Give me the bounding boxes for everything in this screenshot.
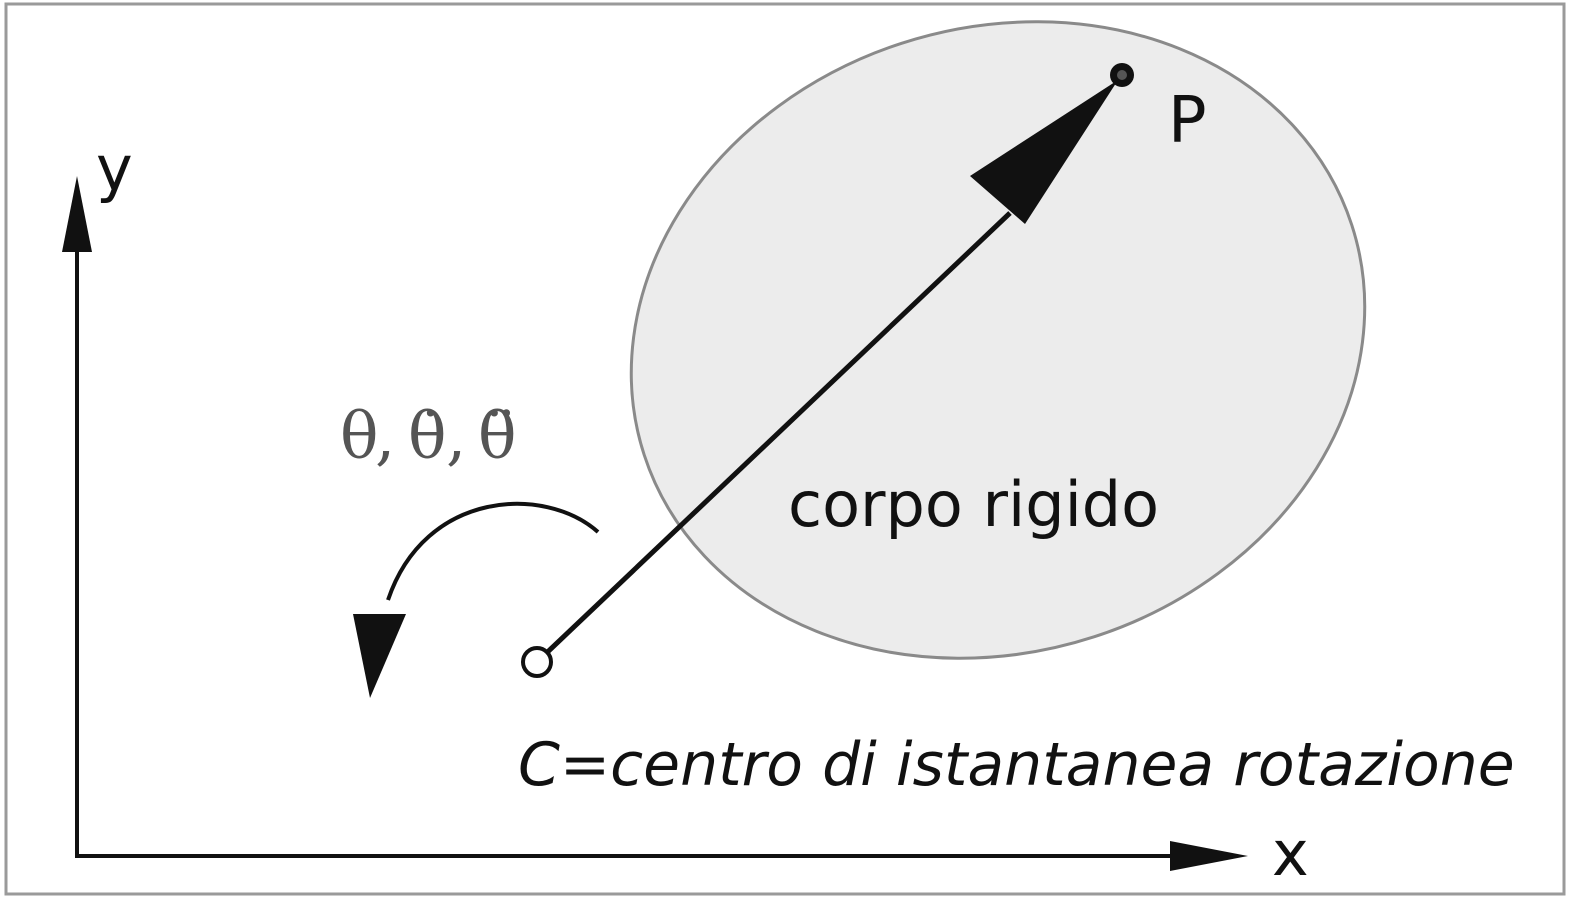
theta-separator-1: , [375, 400, 395, 474]
theta-ddot-symbol: θ̈ [478, 400, 517, 474]
point-p-label: P [1168, 84, 1207, 158]
x-axis-label: x [1272, 817, 1309, 890]
center-label: C=centro di istantanea rotazione [518, 730, 1515, 800]
theta-separator-2: , [446, 400, 466, 474]
rigid-body-shape [629, 20, 1367, 660]
theta-dot-symbol: θ̇ [408, 400, 447, 474]
center-c-marker [521, 646, 553, 678]
y-axis-arrowhead [62, 176, 92, 252]
figure-frame [4, 2, 1566, 896]
position-vector-line [535, 211, 1012, 664]
theta-symbol: θ [340, 400, 379, 474]
x-axis-arrowhead [1170, 841, 1248, 871]
rotation-arc [386, 501, 600, 601]
rotation-arc-arrowhead [353, 614, 406, 698]
y-axis-label: y [96, 132, 133, 205]
point-p-marker-core [1117, 70, 1127, 80]
angular-quantities: θ , θ̇ , θ̈ [340, 400, 517, 474]
rigid-body-label: corpo rigido [788, 468, 1159, 541]
position-vector-arrowhead [970, 80, 1118, 224]
